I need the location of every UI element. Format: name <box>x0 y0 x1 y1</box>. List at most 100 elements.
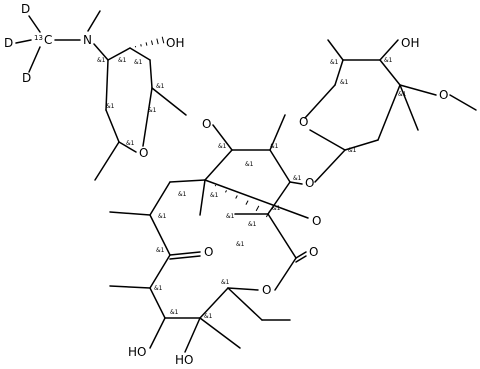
single-bond <box>379 59 401 86</box>
single-bond <box>267 181 291 215</box>
single-bond <box>118 141 137 153</box>
single-bond <box>227 287 259 291</box>
glycosidic-oxygen-label: O <box>305 176 314 190</box>
single-bond <box>184 317 201 353</box>
single-bond <box>199 287 229 319</box>
single-bond <box>212 124 233 151</box>
carbon-label: C <box>44 33 52 47</box>
single-bond <box>269 114 286 151</box>
stereo-mark: &1 <box>204 313 213 320</box>
methoxy-oxygen-label: O <box>439 88 448 102</box>
stereo-mark: &1 <box>126 140 135 147</box>
hashed-bond <box>214 184 271 218</box>
carbon-13-isotope-label: 13 <box>34 34 43 42</box>
stereo-mark: &1 <box>221 279 230 286</box>
single-bond <box>327 39 344 61</box>
hydroxyl-label: OH <box>401 36 419 50</box>
hashed-bond <box>134 36 165 48</box>
stereo-mark: &1 <box>134 59 143 66</box>
stereo-mark: &1 <box>270 143 279 150</box>
stereo-mark: &1 <box>148 107 157 114</box>
double-bond <box>295 255 307 263</box>
single-bond <box>28 46 41 73</box>
stereo-mark: &1 <box>293 175 302 182</box>
stereo-mark: &1 <box>154 285 163 292</box>
hydroxyl-label: HO <box>128 345 146 359</box>
single-bond <box>377 84 401 141</box>
single-bond <box>267 213 297 259</box>
double-bond <box>169 255 201 260</box>
single-bond <box>314 149 346 183</box>
single-bond <box>204 179 309 219</box>
stereo-mark: &1 <box>106 103 115 110</box>
single-bond <box>449 94 477 111</box>
single-bond <box>94 141 120 181</box>
hydroxyl-label: OH <box>166 36 184 50</box>
single-bond <box>269 149 291 183</box>
stereo-mark: &1 <box>156 83 165 90</box>
stereo-mark: &1 <box>248 221 257 228</box>
stereo-mark: &1 <box>226 213 235 220</box>
single-bond <box>15 39 32 44</box>
single-bond <box>399 84 437 96</box>
single-bond <box>109 285 151 289</box>
single-bond <box>149 317 166 349</box>
nitrogen-label: N <box>83 33 92 47</box>
single-bond <box>87 10 101 32</box>
single-bond <box>289 181 303 185</box>
stereo-mark: &1 <box>236 241 245 248</box>
stereo-mark: &1 <box>158 213 167 220</box>
stereo-mark: &1 <box>245 161 254 168</box>
single-bond <box>199 317 241 349</box>
stereo-mark: &1 <box>340 79 349 86</box>
single-bond <box>334 59 344 86</box>
stereo-mark: &1 <box>348 147 357 154</box>
single-bond <box>105 59 109 111</box>
single-bond <box>129 47 151 61</box>
single-bond <box>149 214 171 256</box>
atom-label-layer: OH N D D D 13 C O O OH O O O O O O O HO … <box>4 2 448 367</box>
single-bond <box>149 59 153 89</box>
stereo-mark-layer: &1&1&1&1&1&1&1&1&1&1&1&1&1&1&1&1&1&1&1&1… <box>97 57 407 320</box>
carbonyl-oxygen-label: O <box>309 245 318 259</box>
single-bond <box>309 129 346 151</box>
single-bond <box>227 287 263 321</box>
single-bond <box>399 84 419 131</box>
single-bond <box>107 47 131 61</box>
ring-oxygen-label: O <box>299 115 308 129</box>
ring-oxygen-label: O <box>139 146 148 160</box>
stereo-mark: &1 <box>384 57 393 64</box>
stereo-mark: &1 <box>210 192 219 199</box>
single-bond <box>149 287 166 319</box>
double-bond <box>295 251 307 259</box>
single-bond <box>105 109 120 143</box>
single-bond <box>28 15 41 33</box>
deuterium-label: D <box>4 36 13 50</box>
single-bond <box>169 179 206 183</box>
single-bond <box>142 87 153 147</box>
single-bond <box>149 254 171 289</box>
stereo-mark: &1 <box>398 91 407 98</box>
single-bond <box>151 87 187 116</box>
stereo-mark: &1 <box>178 191 187 198</box>
single-bond <box>199 179 206 216</box>
stereo-mark: &1 <box>330 59 339 66</box>
single-bond <box>304 84 336 119</box>
stereo-mark: &1 <box>97 57 106 64</box>
single-bond <box>344 139 379 151</box>
single-bond <box>379 39 399 61</box>
single-bond <box>204 149 233 181</box>
single-bond <box>93 43 109 61</box>
double-bond <box>169 251 201 256</box>
ketone-oxygen-label: O <box>204 245 213 259</box>
single-bond <box>274 257 297 291</box>
deuterium-label: D <box>22 71 31 85</box>
stereo-mark: &1 <box>272 205 281 212</box>
bond-layer <box>15 10 477 353</box>
stereo-mark: &1 <box>170 309 179 316</box>
deuterium-label: D <box>21 2 30 16</box>
single-bond <box>109 211 151 216</box>
single-bond <box>149 181 171 216</box>
hydroxyl-label: HO <box>175 353 193 367</box>
